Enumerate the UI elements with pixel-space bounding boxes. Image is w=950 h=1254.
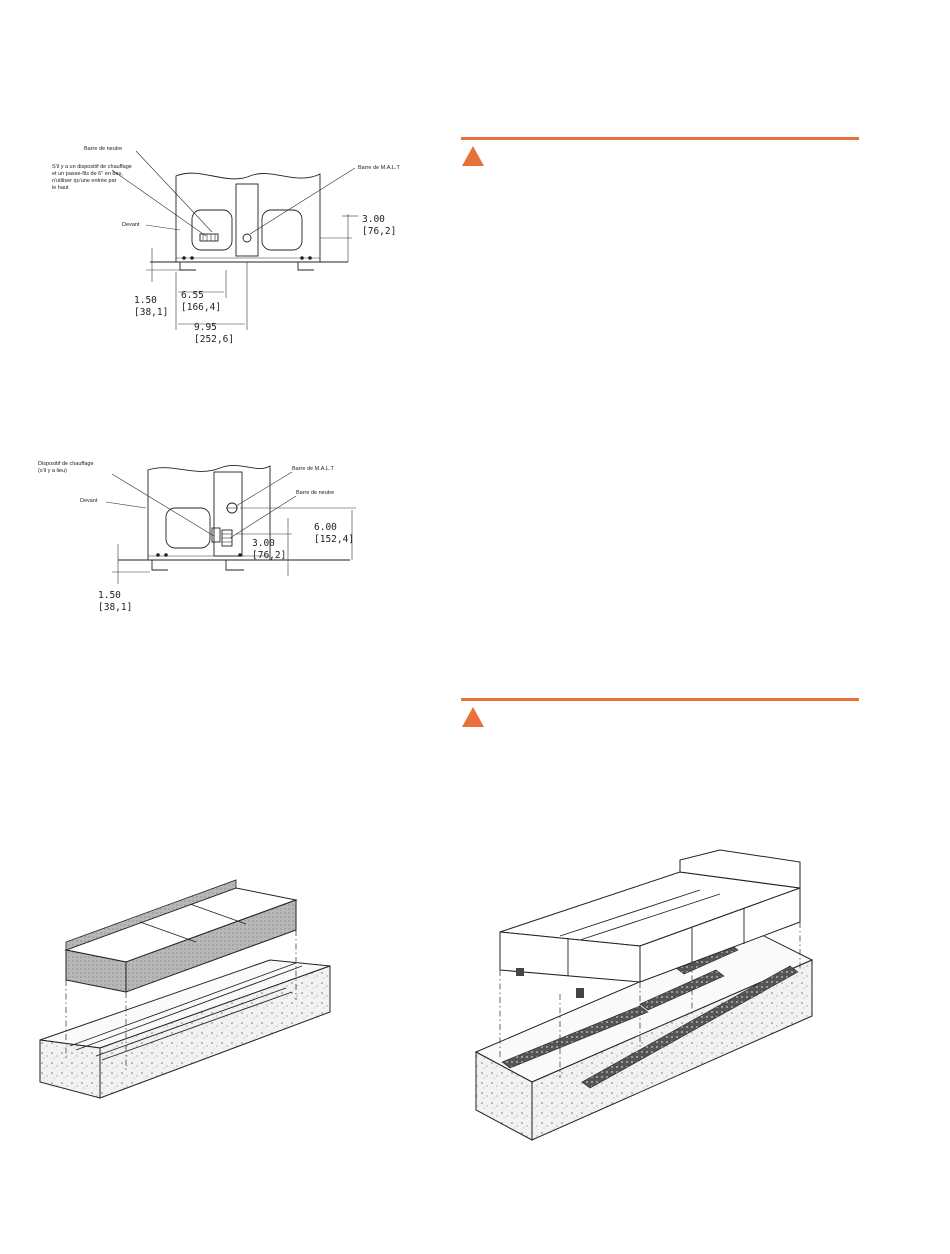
figure-4-multi-section-installation (474, 849, 814, 1141)
fig2-dim-6-00-in: 6.00 (314, 522, 337, 533)
fig1-neutral-bar-label: Barre de neutre (84, 146, 122, 152)
fig2-dim-1-50-mm: [38,1] (98, 602, 132, 613)
fig1-heater-note-line2: et un passe-fils de 6" en bas, (52, 171, 123, 177)
figure-2-top-view: Dispositif de chauffage (s'il y a lieu) … (38, 461, 356, 613)
fig2-heater-label-line1: Dispositif de chauffage (38, 461, 94, 467)
fig1-dim-9-95-in: 9.95 (194, 322, 217, 333)
fig2-dim-6-00-mm: [152,4] (314, 534, 354, 545)
fig1-dim-9-95-mm: [252,6] (194, 334, 234, 345)
fig2-front-label: Devant (80, 498, 98, 504)
fig2-neutral-bar-label: Barre de neutre (296, 490, 334, 496)
fig1-dim-3-00-in: 3.00 (362, 214, 385, 225)
fig1-dim-1-50-mm: [38,1] (134, 307, 168, 318)
fig1-heater-note-line1: S'il y a un dispositif de chauffage (52, 164, 132, 170)
warning-rule-bottom (461, 698, 859, 701)
warning-triangle-icon (462, 707, 484, 727)
warning-triangle-icon (462, 146, 484, 166)
fig2-dim-1-50-in: 1.50 (98, 590, 121, 601)
figure-3-pad-installation (39, 879, 331, 1099)
fig1-heater-note-line4: le haut (52, 185, 69, 191)
fig2-heater-label-line2: (s'il y a lieu) (38, 468, 67, 474)
fig1-dim-6-55-in: 6.55 (181, 290, 204, 301)
fig2-dim-3-00-mm: [76,2] (252, 550, 286, 561)
warning-rule-top (461, 137, 859, 140)
fig1-dim-3-00-mm: [76,2] (362, 226, 396, 237)
fig2-dim-3-00-in: 3.00 (252, 538, 275, 549)
fig1-dim-1-50-in: 1.50 (134, 295, 157, 306)
fig1-heater-note-line3: n'utiliser qu'une entrée par (52, 178, 117, 184)
fig1-ground-bar-label: Barre de M.A.L.T (358, 165, 401, 171)
fig2-ground-bar-label: Barre de M.A.L.T (292, 466, 335, 472)
fig1-front-label: Devant (122, 222, 140, 228)
figure-1-bottom-view: Barre de neutre S'il y a un dispositif d… (52, 146, 401, 345)
fig1-dim-6-55-mm: [166,4] (181, 302, 221, 313)
